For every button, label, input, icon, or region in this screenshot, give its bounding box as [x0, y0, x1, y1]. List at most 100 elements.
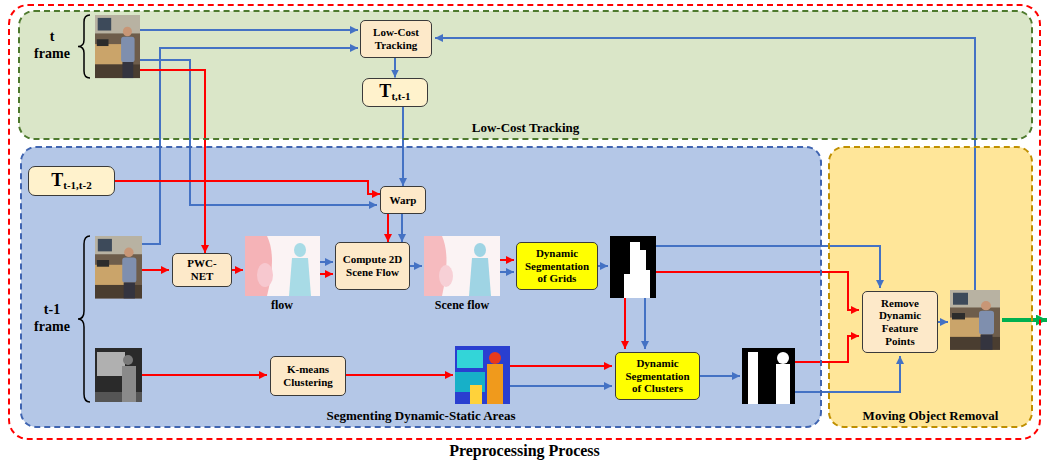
red-wire: [142, 374, 267, 376]
rgb-photo: [950, 290, 1000, 350]
scene-flow-image: [469, 258, 491, 296]
region-label: Moving Object Removal: [863, 409, 999, 424]
box-content: Compute 2D Scene Flow: [336, 253, 409, 278]
scene-flow-image: [424, 236, 500, 296]
blue-wire: [644, 298, 646, 349]
cluster-mask-image: [742, 348, 795, 404]
connector-group: [115, 58, 403, 242]
region-label: Low-Cost Tracking: [472, 121, 580, 136]
blue-wire: [410, 265, 422, 267]
frame-brace: [78, 236, 90, 402]
frame-brace: [78, 15, 90, 78]
depth-image: [97, 352, 125, 376]
scene-flow-image: [424, 236, 500, 296]
depth-image: [95, 348, 142, 402]
segmentation-box: Dynamic Segmentation of Clusters: [615, 352, 700, 400]
blue-wire: [140, 29, 358, 31]
scene-flow-image: [439, 265, 453, 287]
cluster-image: [455, 346, 510, 404]
blue-wire: [598, 265, 608, 267]
image-caption: Scene flow: [435, 298, 489, 312]
frame-brace: [78, 15, 90, 402]
region-fill: [19, 11, 1032, 139]
cluster-image: [487, 364, 503, 404]
box-label: Dynamic Segmentation of Clusters: [620, 357, 695, 395]
optical-flow-image: [257, 263, 273, 287]
optical-flow-image: [294, 243, 306, 257]
region-fill: [829, 147, 1032, 427]
box-content: Remove Dynamic Feature Points: [863, 297, 937, 348]
tracking-region: Low-Cost TrackingLow-Cost TrackingTt,t-1: [18, 10, 1033, 140]
box-label: T: [51, 170, 63, 190]
box-label: Low-Cost Tracking: [365, 26, 427, 51]
cluster-image: [457, 350, 483, 368]
blue-wire: [500, 271, 514, 273]
preprocessing-region: Preprocessing ProcessLow-Cost TrackingLo…: [8, 4, 1041, 440]
box-content: Dynamic Segmentation of Grids: [517, 247, 597, 285]
flow-arrow: [401, 214, 403, 242]
rgb-photo: [95, 15, 140, 78]
depth-image: [95, 348, 142, 402]
red-wire: [140, 70, 205, 253]
grid-mask-image: [624, 242, 650, 298]
region-fill: [21, 147, 821, 427]
box-content: K-means Clustering: [271, 363, 345, 388]
red-wire: [500, 259, 514, 261]
box-label: T: [379, 81, 391, 101]
frame-label: t-1 frame: [34, 302, 70, 334]
process-box: Compute 2D Scene Flow: [335, 242, 410, 290]
cluster-image: [470, 385, 482, 404]
flow-arrow: [115, 181, 380, 194]
cluster-image: [489, 352, 501, 364]
red-wire: [142, 269, 169, 271]
red-wire: [346, 374, 453, 376]
box-content: Tt,t-1: [363, 82, 427, 102]
box-content: Low-Cost Tracking: [361, 26, 431, 51]
box-content: Warp: [381, 194, 425, 207]
blue-wire: [938, 321, 948, 323]
cluster-mask-image: [748, 352, 758, 404]
cluster-mask-image: [777, 352, 789, 364]
image-caption: flow: [271, 298, 293, 312]
red-wire: [140, 70, 859, 375]
grid-mask-image: [610, 236, 656, 298]
region-label: Preprocessing Process: [449, 442, 600, 460]
rgb-photo: [95, 236, 142, 298]
depth-image: [122, 366, 136, 402]
flow-arrow: [394, 58, 396, 78]
blue-wire: [140, 60, 377, 205]
blue-wire: [656, 246, 880, 288]
depth-image: [123, 355, 133, 365]
cluster-image: [455, 346, 510, 404]
region-label: Segmenting Dynamic-Static Areas: [327, 409, 516, 424]
red-wire: [320, 273, 333, 275]
box-label: Remove Dynamic Feature Points: [867, 297, 933, 348]
optical-flow-image: [245, 236, 320, 296]
image-caption: Scene flow: [422, 298, 502, 312]
region-fill: [19, 11, 1032, 427]
box-content: Dynamic Segmentation of Clusters: [616, 357, 699, 395]
blue-wire: [140, 30, 975, 392]
subscript: t-1,t-2: [63, 179, 91, 191]
removal-region: Moving Object Removal Remove Dynamic Feat…: [828, 146, 1033, 428]
blue-wire: [510, 385, 612, 387]
box-label: PWC-NET: [177, 257, 227, 282]
process-box: PWC-NET: [172, 253, 232, 287]
box-label: Warp: [385, 194, 421, 207]
process-box: Warp: [380, 186, 426, 214]
box-content: PWC-NET: [173, 257, 231, 282]
image-caption: flow: [247, 298, 317, 312]
grid-mask-image: [610, 236, 656, 298]
red-wire: [624, 298, 626, 349]
frame-label: t frame: [32, 29, 72, 63]
transform-box: Tt-1,t-2: [28, 166, 115, 196]
cluster-mask-image: [742, 348, 795, 404]
cluster-mask-image: [776, 364, 790, 404]
optical-flow-image: [245, 236, 272, 296]
process-box: Low-Cost Tracking: [360, 20, 432, 58]
flow-arrow: [387, 214, 389, 242]
frame-label: t frame: [34, 29, 70, 61]
box-label: K-means Clustering: [275, 363, 341, 388]
